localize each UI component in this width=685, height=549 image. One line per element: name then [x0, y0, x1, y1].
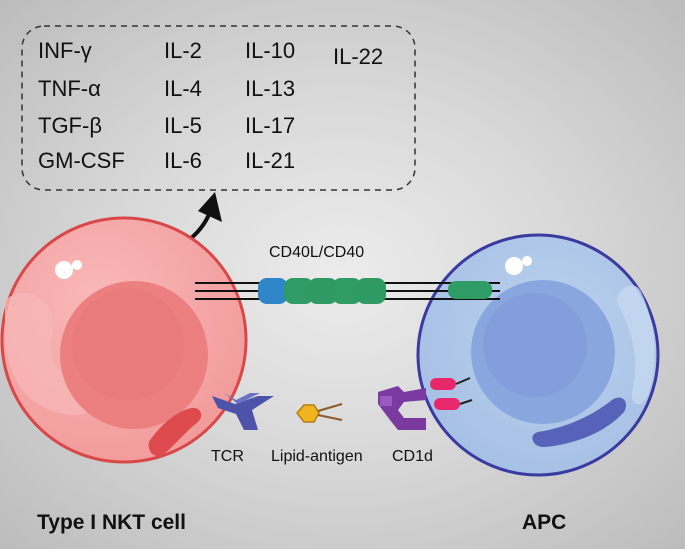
tcr-receptor — [212, 393, 274, 430]
nkt-cell-title: Type I NKT cell — [37, 511, 186, 534]
tcr-label: TCR — [211, 448, 244, 465]
cd40l-block — [258, 278, 288, 304]
cd40-block — [308, 278, 338, 304]
lipid-antigen — [296, 403, 343, 423]
cytokine-label: IL-21 — [245, 148, 296, 173]
lipid-antigen-label: Lipid-antigen — [271, 448, 363, 465]
cytokine-label: IL-17 — [245, 113, 296, 138]
cytokine-label: IL-4 — [164, 76, 202, 101]
apc-title: APC — [522, 511, 567, 534]
cytokine-label: IL-6 — [164, 148, 202, 173]
cd40-block — [356, 278, 386, 304]
cytokine-label: INF-γ — [38, 38, 92, 63]
cytokine-label: IL-5 — [164, 113, 202, 138]
cytokine-label: IL-22 — [333, 44, 384, 69]
cytokine-label: IL-2 — [164, 38, 202, 63]
cd1d-molecule — [378, 377, 473, 430]
cd40-block — [332, 278, 362, 304]
cd40-receptor-block — [448, 281, 492, 299]
cd40-label: CD40L/CD40 — [269, 244, 365, 261]
apc-cell — [416, 233, 660, 477]
cytokine-label: TGF-β — [38, 113, 102, 138]
cd40-complex — [195, 278, 500, 304]
arrow-head-icon — [198, 192, 222, 222]
nkt-cell — [0, 216, 248, 464]
cytokine-label: TNF-α — [38, 76, 101, 101]
cytokine-box — [21, 25, 416, 191]
cytokine-label: GM-CSF — [38, 148, 125, 173]
cd1d-label: CD1d — [392, 448, 433, 465]
cd40-block — [284, 278, 314, 304]
cytokine-label: IL-13 — [245, 76, 296, 101]
cytokine-label: IL-10 — [245, 38, 296, 63]
